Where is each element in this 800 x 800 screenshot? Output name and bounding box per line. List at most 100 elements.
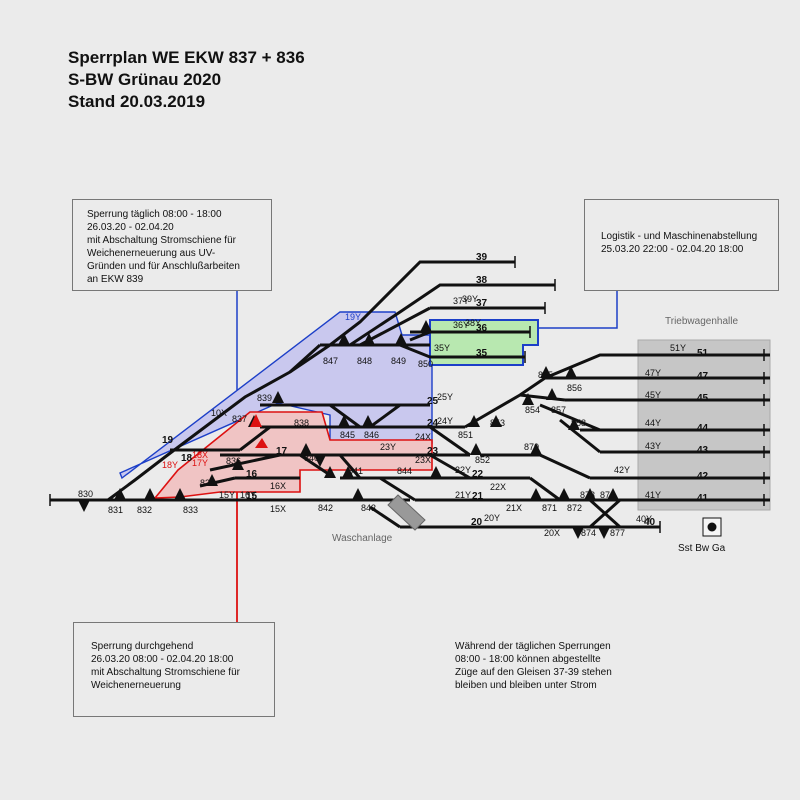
signal-label: 16X bbox=[270, 481, 287, 491]
track-number: 44 bbox=[697, 423, 709, 434]
signal-label: 18Y bbox=[162, 460, 179, 470]
signal-label: 24Y bbox=[437, 416, 454, 426]
title-line-1: Sperrplan WE EKW 837 + 836 bbox=[68, 48, 305, 67]
logistics-note-line: 25.03.20 22:00 - 02.04.20 18:00 bbox=[601, 244, 744, 255]
signal-label: 36Y bbox=[453, 320, 470, 330]
track-number: 19 bbox=[162, 435, 174, 446]
track-number: 15 bbox=[246, 491, 258, 502]
switch-number: 833 bbox=[183, 505, 199, 515]
signal-label: 44Y bbox=[645, 418, 662, 428]
switch-number: 836 bbox=[226, 456, 242, 466]
blue-note-line: Sperrung täglich 08:00 - 18:00 bbox=[87, 209, 222, 220]
title-line-3: Stand 20.03.2019 bbox=[68, 92, 206, 111]
signal-label: 35Y bbox=[434, 343, 451, 353]
signal-label: 17Y bbox=[192, 458, 209, 468]
switch-number: 856 bbox=[567, 383, 583, 393]
signal-label: 22Y bbox=[455, 465, 472, 475]
switch-number: 838 bbox=[294, 418, 310, 428]
switch-number: 848 bbox=[357, 356, 373, 366]
blue-note-line: mit Abschaltung Stromschiene für bbox=[87, 235, 236, 246]
page-title: Sperrplan WE EKW 837 + 836 S-BW Grünau 2… bbox=[68, 47, 305, 113]
switch-number: 837 bbox=[232, 414, 248, 424]
signal-label: 15Y bbox=[219, 490, 236, 500]
signal-label: 18X bbox=[192, 450, 209, 460]
logistics-note-line: Logistik - und Maschinenabstellung bbox=[601, 231, 758, 242]
switch-number: 849 bbox=[391, 356, 407, 366]
switch-number: 841 bbox=[348, 466, 364, 476]
blue-note-line: 26.03.20 - 02.04.20 bbox=[87, 222, 174, 233]
signal-label: 20Y bbox=[484, 513, 501, 523]
logistics-note: Logistik - und Maschinenabstellung 25.03… bbox=[584, 199, 779, 291]
signal-label: 40Y bbox=[636, 514, 653, 524]
signal-label: 15X bbox=[270, 504, 287, 514]
track-number: 42 bbox=[697, 471, 709, 482]
switch-number: 870 bbox=[524, 442, 540, 452]
waschanlage-building bbox=[387, 494, 426, 531]
track-number: 18 bbox=[181, 453, 193, 464]
track-number: 21 bbox=[472, 491, 484, 502]
track-number: 24 bbox=[427, 418, 439, 429]
track-number: 40 bbox=[644, 517, 656, 528]
switch-number: 877 bbox=[610, 528, 626, 538]
buffer-stops bbox=[49, 256, 765, 533]
storage-note-line: 08:00 - 18:00 können abgestellte bbox=[455, 654, 601, 665]
hall-label: Triebwagenhalle bbox=[665, 316, 739, 327]
red-note-line: Sperrung durchgehend bbox=[91, 641, 194, 652]
switch-number: 842 bbox=[318, 503, 334, 513]
switch-number: 874 bbox=[581, 528, 597, 538]
signal-label: 51Y bbox=[670, 343, 687, 353]
signal-label: 21X bbox=[506, 503, 523, 513]
blue-note-line: Weichenerneuerung aus UV- bbox=[87, 248, 216, 259]
switch-number: 839 bbox=[257, 393, 273, 403]
signal-label: 16Y bbox=[240, 490, 257, 500]
title-line-2: S-BW Grünau 2020 bbox=[68, 70, 222, 89]
blue-note-line: an EKW 839 bbox=[87, 274, 144, 285]
red-closure-note: Sperrung durchgehend 26.03.20 08:00 - 02… bbox=[73, 622, 275, 717]
switch-number: 872 bbox=[567, 503, 583, 513]
switch-number: 834 bbox=[200, 478, 216, 488]
track-number: 35 bbox=[476, 348, 488, 359]
signal-label: 24X bbox=[415, 432, 432, 442]
switch-number: 852 bbox=[475, 455, 491, 465]
storage-note-line: Züge auf den Gleisen 37-39 stehen bbox=[455, 667, 612, 678]
switch-number: 840 bbox=[304, 453, 320, 463]
red-switch-markers bbox=[250, 414, 268, 448]
storage-note-line: Während der täglichen Sperrungen bbox=[455, 641, 611, 652]
blue-closure-note: Sperrung täglich 08:00 - 18:00 26.03.20 … bbox=[72, 199, 272, 291]
signal-label: 43Y bbox=[645, 441, 662, 451]
track-number: 38 bbox=[476, 275, 488, 286]
signal-label: 10X bbox=[211, 408, 228, 418]
switch-number: 858 bbox=[571, 418, 587, 428]
red-note-line: 26.03.20 08:00 - 02.04.20 18:00 bbox=[91, 654, 234, 665]
switch-number: 846 bbox=[364, 430, 380, 440]
track-number: 25 bbox=[427, 396, 439, 407]
signal-label: 45Y bbox=[645, 390, 662, 400]
blue-note-line: Gründen und für Anschlußarbeiten bbox=[87, 261, 240, 272]
switch-number: 831 bbox=[108, 505, 124, 515]
sst-dot bbox=[707, 522, 717, 532]
switch-number: 857 bbox=[551, 405, 567, 415]
signal-label: 21Y bbox=[455, 490, 472, 500]
signal-label: 37Y bbox=[453, 296, 470, 306]
switch-number: 853 bbox=[490, 418, 506, 428]
track-number: 36 bbox=[476, 323, 488, 334]
wash-label: Waschanlage bbox=[332, 533, 393, 544]
signal-label: 22X bbox=[490, 482, 507, 492]
track-number: 23 bbox=[427, 446, 439, 457]
switch-number: 855 bbox=[538, 370, 554, 380]
red-note-line: mit Abschaltung Stromschiene für bbox=[91, 667, 240, 678]
triebwagenhalle-area bbox=[637, 339, 771, 511]
switch-number: 844 bbox=[397, 466, 413, 476]
switch-number: 873 bbox=[580, 490, 596, 500]
switch-number: 851 bbox=[458, 430, 474, 440]
track-number: 51 bbox=[697, 348, 709, 359]
signal-label: 20X bbox=[544, 528, 561, 538]
switch-number: 830 bbox=[78, 489, 94, 499]
switch-number: 847 bbox=[323, 356, 339, 366]
track-number: 45 bbox=[697, 393, 709, 404]
storage-note-line: bleiben und bleiben unter Strom bbox=[455, 680, 597, 691]
signal-label: 41Y bbox=[645, 490, 662, 500]
switch-number: 876 bbox=[600, 490, 616, 500]
signal-label: 38Y bbox=[465, 318, 482, 328]
